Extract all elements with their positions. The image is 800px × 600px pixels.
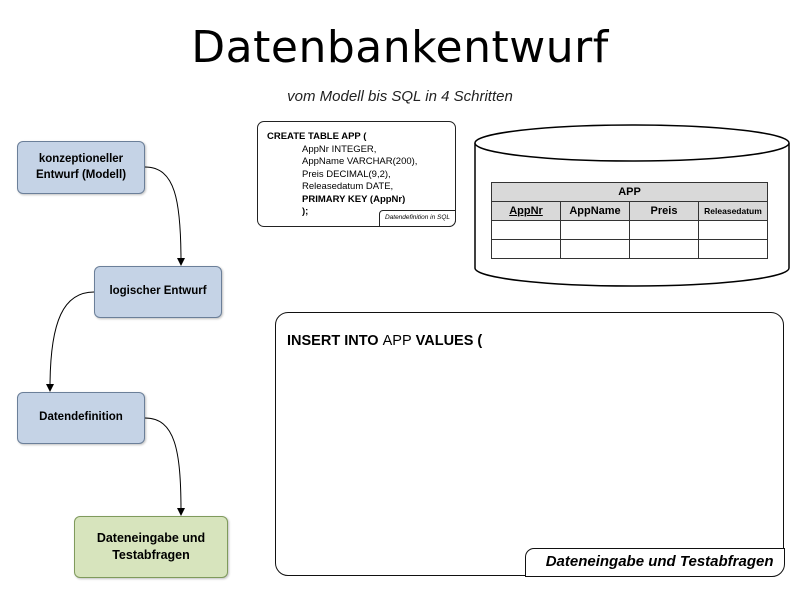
table-cell [491,239,561,259]
table-row [491,239,768,259]
table-column-header: Releasedatum [698,201,768,221]
connector-arrow-1 [144,166,185,266]
sql-column-line: AppNr INTEGER, [302,143,377,155]
connector-arrow-2 [46,291,95,392]
table-row [491,220,768,240]
sql-primary-key-line: PRIMARY KEY (AppNr) [302,193,406,205]
step-label: Dateneingabe und [96,531,206,546]
table-cell [491,220,561,240]
step-label: Testabfragen [112,548,190,562]
page-subtitle: vom Modell bis SQL in 4 Schritten [287,88,513,105]
sql-column-line: Preis DECIMAL(9,2), [302,168,391,180]
table-column-header: Preis [629,201,699,221]
sql-definition-box: CREATE TABLE APP ( AppNr INTEGER, AppNam… [257,121,456,227]
values-keyword: VALUES ( [415,333,483,349]
sql-close-line: ); [302,206,309,217]
step-label: Datendefinition [39,411,123,424]
table-cell [698,239,768,259]
step-logical-design: logischer Entwurf [94,266,222,318]
table-cell [629,220,699,240]
insert-table-name: APP [382,333,412,349]
table-column-header: AppName [560,201,630,221]
table-cell [560,220,630,240]
database-table: APP AppNr AppName Preis Releasedatum [491,182,768,259]
connector-arrow-3 [144,417,185,516]
table-column-header: AppNr [491,201,561,221]
table-name: APP [491,182,768,202]
sql-column-line: Releasedatum DATE, [302,181,394,192]
step-label: logischer Entwurf [109,285,207,298]
table-cell [629,239,699,259]
insert-keyword: INSERT INTO [287,333,379,349]
sql-column-line: AppName VARCHAR(200), [302,156,418,167]
step-label: Entwurf (Modell) [35,168,127,181]
table-cell [560,239,630,259]
sql-create-line: CREATE TABLE APP ( [267,131,367,142]
step-label: konzeptioneller [38,152,124,165]
insert-statement: INSERT INTO APP VALUES ( [287,333,482,349]
insert-box-label: Dateneingabe und Testabfragen [524,547,785,577]
insert-statement-box: INSERT INTO APP VALUES ( Dateneingabe un… [275,312,785,577]
sql-definition-label: Datendefinition in SQL [378,209,456,227]
page-title: Datenbankentwurf [191,22,609,73]
table-cell [698,220,768,240]
step-data-definition: Datendefinition [17,392,145,444]
